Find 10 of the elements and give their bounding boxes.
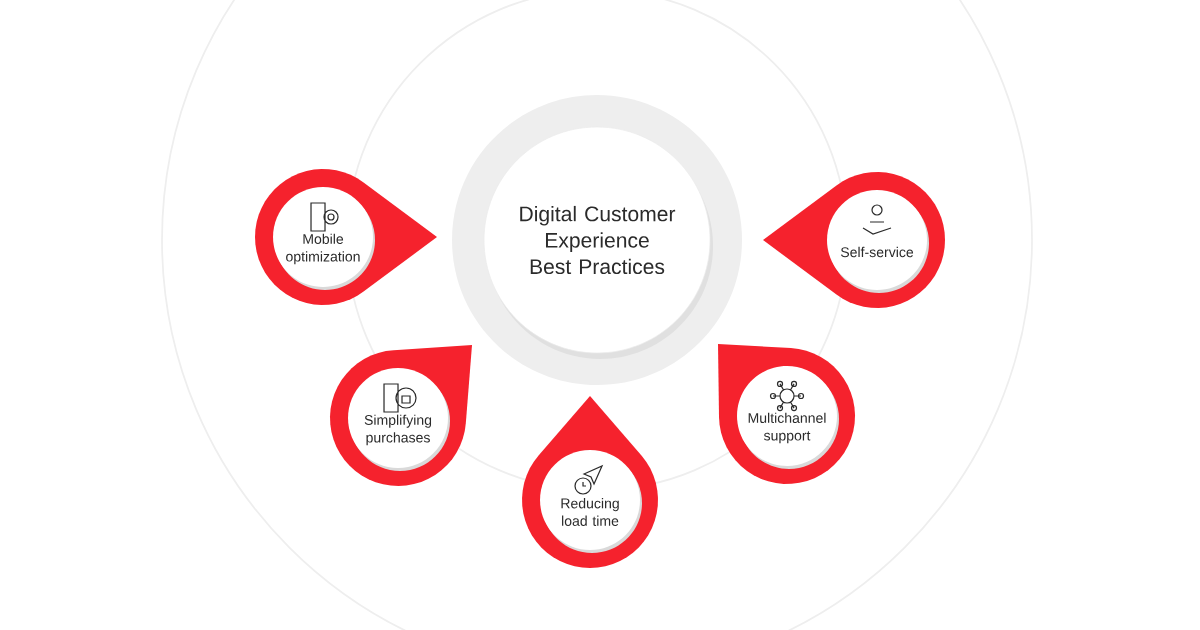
teardrop-badge (255, 169, 437, 305)
badge-label: Simplifying purchases (364, 414, 432, 446)
teardrop-badge (522, 396, 658, 568)
badge-label: Self-service (840, 246, 914, 258)
badge-label: Mobile optimization (286, 233, 360, 265)
badge-label: Multichannel support (748, 412, 826, 444)
teardrop-badge (718, 344, 855, 484)
teardrop-badge (330, 345, 472, 486)
teardrop-badge (763, 172, 945, 308)
badge-label: Reducing load time (561, 498, 619, 526)
